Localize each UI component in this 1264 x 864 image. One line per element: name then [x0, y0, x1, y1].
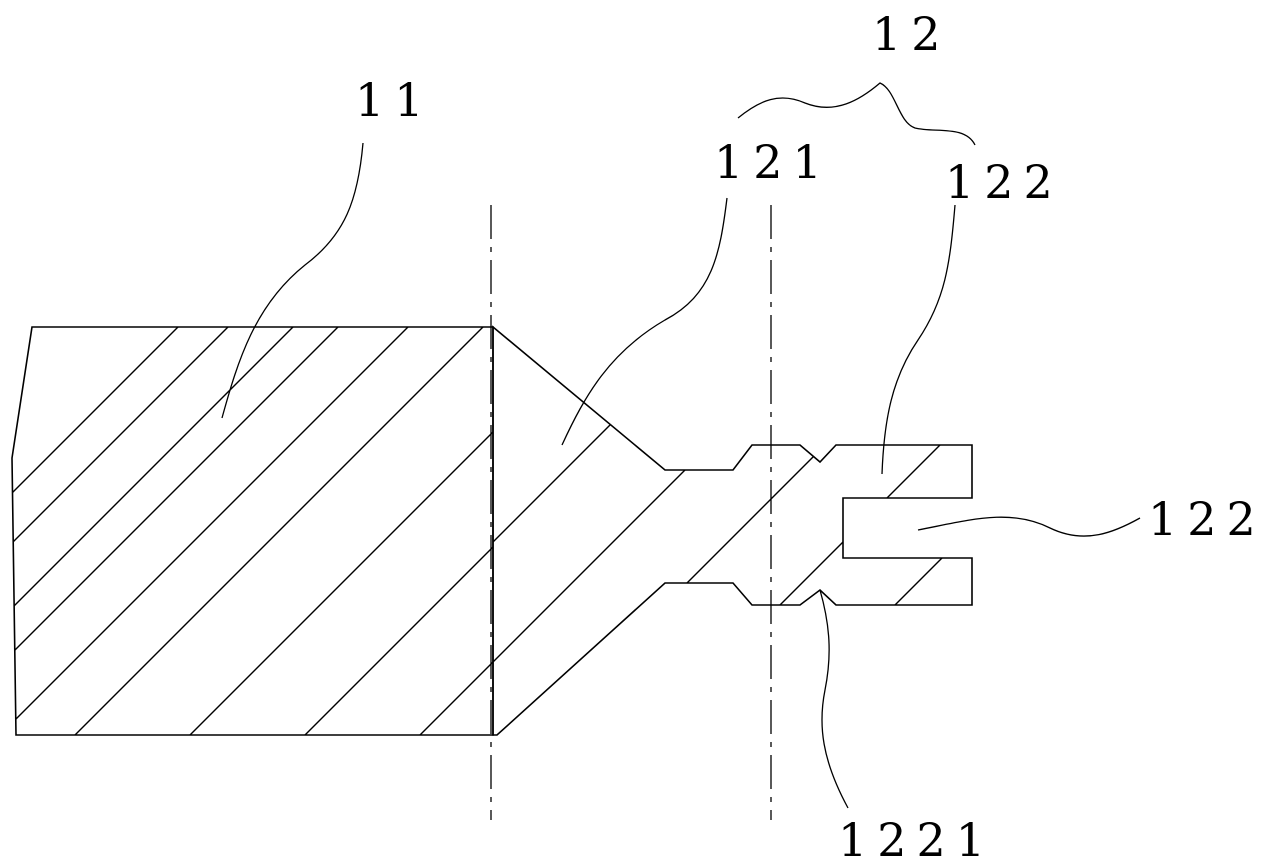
part-12-body — [492, 325, 973, 736]
label-11: 11 — [355, 73, 434, 127]
label-121: 121 — [714, 135, 832, 189]
leader-11 — [221, 142, 364, 419]
label-1222: 1222 — [1148, 492, 1264, 546]
leader-122 — [881, 204, 956, 475]
leader-1222 — [917, 516, 1141, 537]
part-11-hatch — [12, 327, 493, 735]
part-11-body — [11, 326, 494, 736]
label-122: 122 — [945, 155, 1063, 209]
part-11-outline — [11, 326, 494, 736]
label-12: 12 — [872, 7, 951, 61]
label-1221: 1221 — [838, 813, 995, 864]
part-12-outline — [492, 325, 973, 736]
leader-1221 — [819, 589, 849, 809]
leader-121 — [561, 197, 728, 446]
part-12-hatch — [493, 327, 972, 735]
brace-12 — [737, 82, 976, 146]
